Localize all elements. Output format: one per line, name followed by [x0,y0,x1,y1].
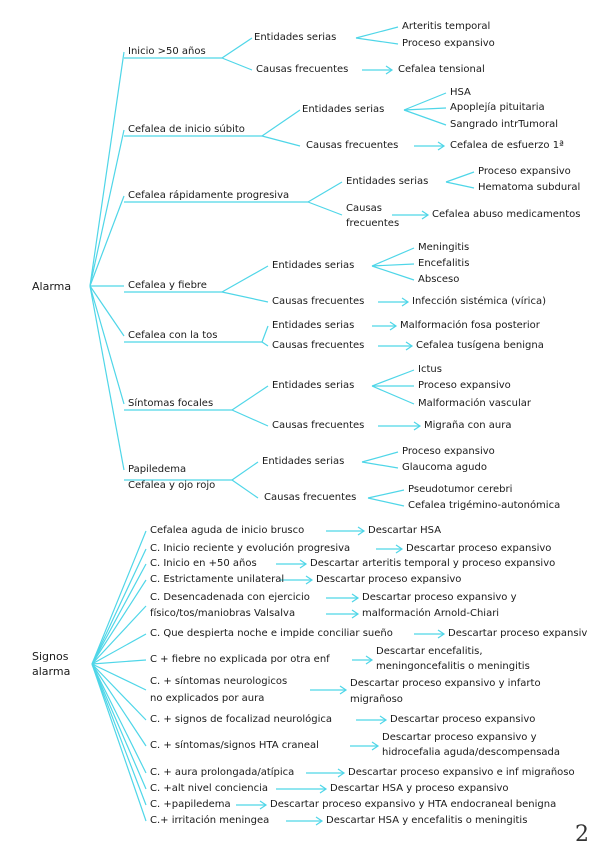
leaf: Cefalea tusígena benigna [416,340,544,351]
entidades-serias-label: Entidades serias [262,456,345,467]
leaf: Ictus [418,364,442,375]
signos-root-1: Signos [32,650,69,663]
signo-result: Descartar proceso expansivo y infarto [350,678,541,689]
signo-item: C. + aura prolongada/atípica [150,767,295,778]
frecuentes-label: frecuentes [346,218,400,229]
leaf: Malformación vascular [418,398,531,409]
causas-frecuentes-label: Causas frecuentes [272,296,365,307]
signo-result: Descartar arteritis temporal y proceso e… [310,558,556,569]
leaf: Arteritis temporal [402,21,491,32]
signo-result: hidrocefalia aguda/descompensada [382,747,561,758]
page-number: 2 [575,822,589,847]
branch-papiledema: Papiledema [128,464,187,475]
entidades-serias-label: Entidades serias [272,260,355,271]
signo-item: C + fiebre no explicada por otra enf [150,654,330,665]
signo-result: Descartar proceso expansivo [390,714,536,725]
signo-result: Descartar HSA [368,525,442,536]
leaf: Proceso expansivo [402,446,495,457]
entidades-serias-label: Entidades serias [346,176,429,187]
leaf: Glaucoma agudo [402,462,487,473]
branch-rapidamente-progresiva: Cefalea rápidamente progresiva [128,190,290,201]
branch-inicio-subito: Cefalea de inicio súbito [128,124,245,135]
leaf: Proceso expansivo [418,380,511,391]
signo-item: C.+ irritación meningea [150,815,270,826]
leaf: HSA [450,87,471,98]
signo-result: migrañoso [350,694,403,705]
signo-item: Cefalea aguda de inicio brusco [150,525,305,536]
signo-result: Descartar HSA y encefalitis o meningitis [326,815,528,826]
leaf: Proceso expansivo [402,38,495,49]
signo-item: C. + síntomas/signos HTA craneal [150,740,319,751]
leaf: Encefalitis [418,258,470,269]
entidades-serias-label: Entidades serias [254,32,337,43]
signo-result: Descartar proceso expansiv [448,628,588,639]
signo-result: malformación Arnold-Chiari [362,608,500,619]
leaf: Hematoma subdural [478,182,581,193]
entidades-serias-label: Entidades serias [272,320,355,331]
leaf: Apoplejía pituitaria [450,102,545,113]
signo-result: Descartar proceso expansivo y HTA endocr… [270,799,557,810]
leaf: Proceso expansivo [478,166,571,177]
leaf: Cefalea de esfuerzo 1ª [450,140,564,151]
branch-inicio-50: Inicio >50 años [128,46,206,57]
leaf: Absceso [418,274,460,285]
leaf: Meningitis [418,242,470,253]
signo-item: C. Que despierta noche e impide concilia… [150,628,393,639]
signo-item: C. + signos de focalizad neurológica [150,714,332,725]
signo-result: meningoncefalitis o meningitis [376,661,530,672]
signo-item: físico/tos/maniobras Valsalva [150,608,296,619]
signo-item: C. +alt nivel conciencia [150,783,268,794]
leaf: Cefalea tensional [398,64,485,75]
alarma-root: Alarma [32,280,72,293]
branch-sintomas-focales: Síntomas focales [128,398,214,409]
signo-item: C. Estrictamente unilateral [150,574,285,585]
leaf: Malformación fosa posterior [400,320,540,331]
signo-result: Descartar proceso expansivo e inf migrañ… [348,767,575,778]
signo-item: C. Inicio reciente y evolución progresiv… [150,543,351,554]
signo-result: Descartar proceso expansivo y [382,732,537,743]
signo-result: Descartar proceso expansivo [316,574,462,585]
entidades-serias-label: Entidades serias [302,104,385,115]
causas-frecuentes-label: Causas frecuentes [256,64,349,75]
leaf: Sangrado intrTumoral [450,119,558,130]
branch-cefalea-tos: Cefalea con la tos [128,330,218,341]
leaf: Infección sistémica (vírica) [412,296,546,307]
leaf: Cefalea trigémino-autonómica [408,500,561,511]
signo-item: C. + síntomas neurologicos [150,676,288,687]
signos-root-2: alarma [32,665,71,678]
leaf: Cefalea abuso medicamentos [432,209,581,220]
signo-result: Descartar HSA y proceso expansivo [330,783,509,794]
signo-item: C. Inicio en +50 años [150,558,257,569]
causas-frecuentes-label: Causas frecuentes [272,340,365,351]
signo-item: C. Desencadenada con ejercicio [150,592,310,603]
leaf: Pseudotumor cerebri [408,484,513,495]
causas-label: Causas [346,203,382,214]
causas-frecuentes-label: Causas frecuentes [272,420,365,431]
leaf: Migraña con aura [424,420,512,431]
branch-ojo-rojo: Cefalea y ojo rojo [128,480,216,491]
causas-frecuentes-label: Causas frecuentes [306,140,399,151]
causas-frecuentes-label: Causas frecuentes [264,492,357,503]
signo-item: C. +papiledema [150,799,231,810]
branch-cefalea-fiebre: Cefalea y fiebre [128,280,207,291]
signo-result: Descartar proceso expansivo y [362,592,517,603]
signo-result: Descartar proceso expansivo [406,543,552,554]
entidades-serias-label: Entidades serias [272,380,355,391]
signo-item: no explicados por aura [150,693,265,704]
signo-result: Descartar encefalitis, [376,646,483,657]
